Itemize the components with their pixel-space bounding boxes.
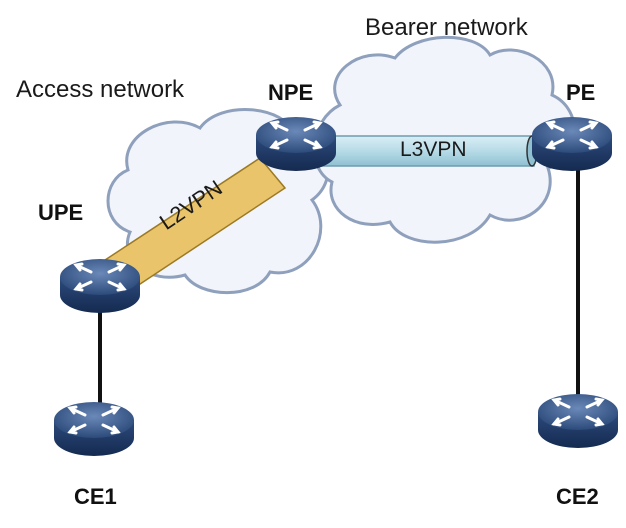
- ce1-router-icon: [52, 400, 136, 458]
- upe-router-icon: [58, 257, 142, 315]
- pe-label: PE: [566, 80, 596, 105]
- l3vpn-label: L3VPN: [400, 138, 467, 161]
- ce2-router-icon: [536, 392, 620, 450]
- upe-label: UPE: [38, 200, 84, 225]
- npe-router-icon: [254, 115, 338, 173]
- ce1-label: CE1: [74, 484, 117, 509]
- npe-label: NPE: [268, 80, 314, 105]
- pe-router-icon: [530, 115, 614, 173]
- ce2-label: CE2: [556, 484, 599, 509]
- bearer-network-label: Bearer network: [365, 14, 528, 41]
- access-network-label: Access network: [16, 76, 185, 103]
